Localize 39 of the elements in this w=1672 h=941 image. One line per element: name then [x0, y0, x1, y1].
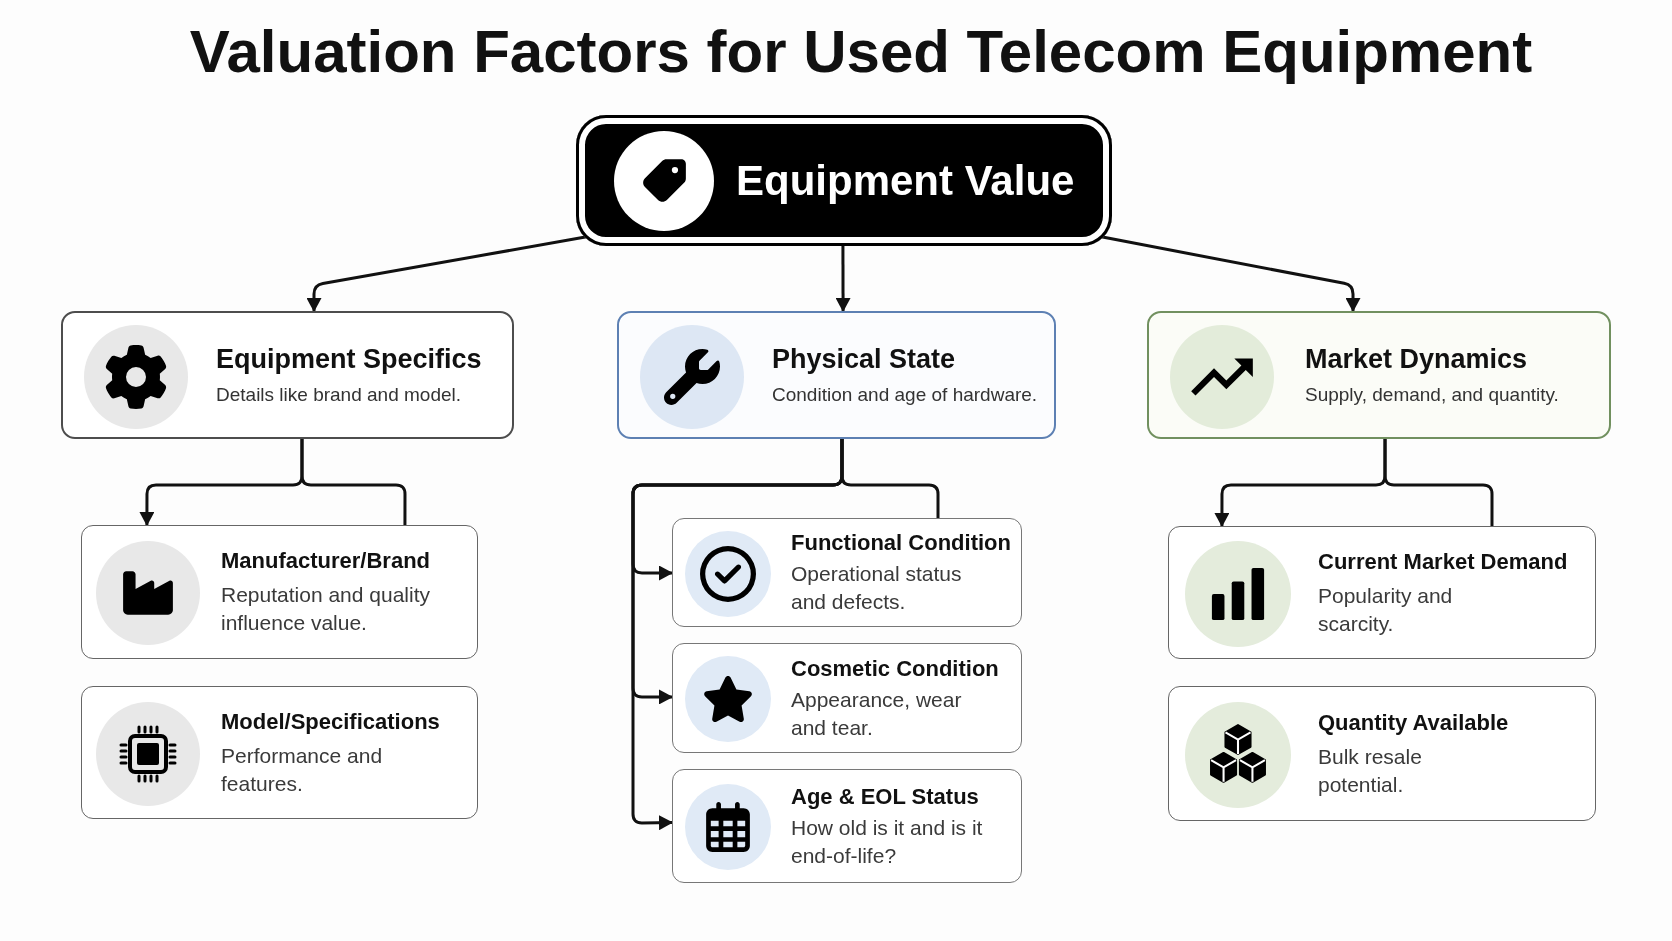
factor-card — [81, 525, 478, 659]
arrow — [835, 246, 851, 312]
node-title: Cosmetic Condition — [791, 654, 999, 683]
factor-card — [672, 643, 1022, 753]
factor-card — [1168, 526, 1596, 659]
factor-card — [81, 686, 478, 819]
node-description: Supply, demand, and quantity. — [1305, 383, 1559, 407]
arrow — [1101, 235, 1361, 312]
node-title: Manufacturer/Brand — [221, 547, 431, 575]
node-title: Functional Condition — [791, 529, 1011, 557]
factor-card — [672, 769, 1022, 883]
category-card — [617, 311, 1056, 439]
node-description: Popularity and scarcity. — [1318, 582, 1454, 637]
category-card — [61, 311, 514, 439]
root-box — [576, 115, 1112, 246]
node-title: Age & EOL Status — [791, 782, 979, 811]
node-description: Appearance, wear and tear. — [791, 686, 963, 741]
connector-line — [300, 439, 407, 525]
node-description: How old is it and is it end-of-life? — [791, 814, 984, 869]
diagram-title: Valuation Factors for Used Telecom Equipment — [189, 17, 1533, 87]
arrow — [306, 235, 587, 312]
node-title: Market Dynamics — [1305, 343, 1528, 375]
node-description: Bulk resale potential. — [1318, 743, 1423, 798]
node-description: Operational status and defects. — [791, 561, 963, 615]
node-title: Current Market Demand — [1318, 547, 1568, 576]
node-description: Condition and age of hardware. — [772, 383, 1038, 407]
category-card — [1147, 311, 1611, 439]
node-description: Reputation and quality influence value. — [221, 582, 431, 636]
node-description: Performance and features. — [221, 742, 384, 797]
factor-card — [672, 518, 1022, 627]
node-title: Equipment Value — [736, 155, 1075, 206]
node-title: Physical State — [772, 343, 956, 375]
node-title: Model/Specifications — [221, 707, 440, 736]
node-title: Equipment Specifics — [216, 343, 482, 375]
connector-line — [840, 439, 940, 518]
node-description: Details like brand and model. — [216, 383, 462, 407]
connector-line — [1383, 439, 1494, 526]
node-title: Quantity Available — [1318, 708, 1509, 737]
factor-card — [1168, 686, 1596, 821]
